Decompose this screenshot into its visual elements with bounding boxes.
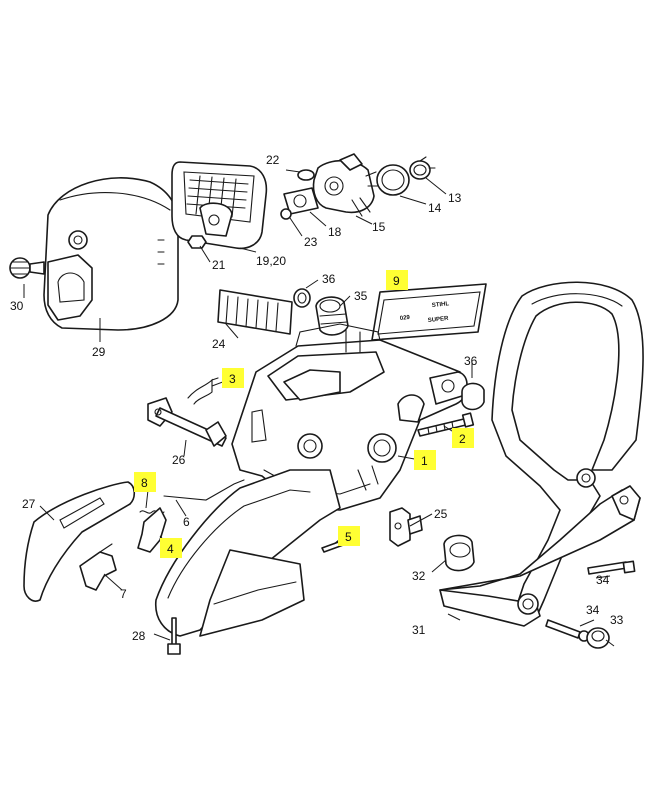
highlight-boxes [134, 270, 474, 558]
part-engine-housing [231, 323, 468, 511]
part-handle-molding [23, 481, 136, 602]
callout-36-right: 36 [464, 354, 478, 368]
part-plug-36-upper [293, 288, 311, 308]
callout-9: 9 [393, 274, 400, 288]
part-screw-28 [167, 617, 181, 655]
part-throttle-shaft [147, 397, 227, 447]
callout-29: 29 [92, 345, 106, 359]
part-throttle-trigger [137, 507, 167, 553]
callout-34-lower: 34 [586, 603, 600, 617]
part-plug-36-right [461, 382, 485, 411]
part-knob [9, 257, 45, 279]
callout-35: 35 [354, 289, 368, 303]
callout-8: 8 [141, 476, 148, 490]
callout-25: 25 [434, 507, 448, 521]
part-handle-bar [491, 281, 644, 619]
callout-1: 1 [421, 454, 428, 468]
part-top-cover [43, 177, 179, 331]
callout-13: 13 [448, 191, 462, 205]
callout-14: 14 [428, 201, 442, 215]
part-gasket-18 [283, 187, 319, 215]
decal-text-1: STIHL [432, 301, 450, 309]
callout-2: 2 [459, 432, 466, 446]
callout-24: 24 [212, 337, 226, 351]
part-tank-base-31 [439, 485, 641, 627]
part-screw-34-upper [587, 560, 636, 575]
part-throttle-rod [163, 479, 245, 501]
part-nut-23 [280, 208, 292, 220]
part-cap-33 [586, 627, 610, 649]
callout-36-upper: 36 [322, 272, 336, 286]
callout-19-20: 19,20 [256, 254, 286, 268]
part-air-filter [171, 161, 268, 250]
callout-4: 4 [167, 542, 174, 556]
callout-3: 3 [229, 372, 236, 386]
callout-22: 22 [266, 153, 280, 167]
part-lockout-lever [79, 543, 117, 591]
part-gasket-22 [297, 169, 315, 181]
part-nut-21 [187, 235, 207, 249]
callout-labels: 1 2 3 4 5 6 7 8 9 13 14 15 18 19,20 21 2… [10, 153, 624, 643]
callout-15: 15 [372, 220, 386, 234]
callout-34-upper: 34 [596, 573, 610, 587]
callout-28: 28 [132, 629, 146, 643]
callout-7: 7 [120, 587, 127, 601]
part-spring-3 [187, 377, 219, 405]
decal-text-2: 029 [400, 315, 411, 322]
callout-31: 31 [412, 623, 426, 637]
part-sleeve-13 [409, 156, 436, 180]
part-bracket-25 [389, 507, 423, 547]
callout-27: 27 [22, 497, 36, 511]
part-ring-14 [376, 164, 410, 196]
part-decal: STIHL 029 SUPER [371, 283, 487, 341]
callout-23: 23 [304, 235, 318, 249]
part-screw-34-lower [545, 619, 590, 642]
part-buffer-32 [443, 534, 475, 572]
callout-30: 30 [10, 299, 24, 313]
decal-text-3: SUPER [428, 316, 450, 324]
part-screw-2 [417, 412, 475, 437]
callout-18: 18 [328, 225, 342, 239]
part-rear-handle [155, 469, 341, 637]
part-prefilter [217, 289, 293, 335]
callout-32: 32 [412, 569, 426, 583]
callout-6: 6 [183, 515, 190, 529]
callout-33: 33 [610, 613, 624, 627]
callout-21: 21 [212, 258, 226, 272]
leader-lines [23, 169, 615, 647]
part-carburetor [312, 153, 379, 217]
callout-5: 5 [345, 530, 352, 544]
callout-26: 26 [172, 453, 186, 467]
